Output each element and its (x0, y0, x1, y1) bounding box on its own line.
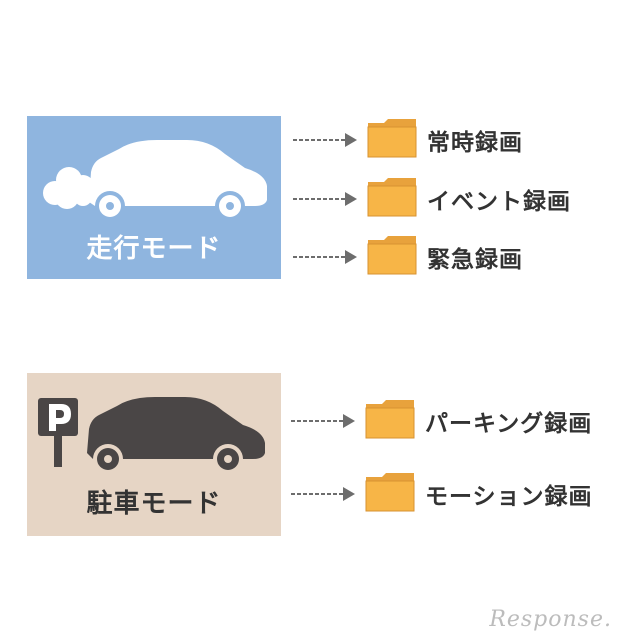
arrow-right-icon (293, 133, 357, 147)
output-label: パーキング録画 (425, 411, 593, 437)
parked-car-icon (38, 397, 265, 470)
parking-mode-box: 駐車モード (27, 373, 281, 536)
route-park-2: モーション録画 (289, 471, 619, 517)
watermark-logo: Response. (489, 607, 612, 632)
arrow-right-icon (291, 414, 355, 428)
output-label: イベント録画 (427, 189, 571, 215)
folder-icon (365, 473, 415, 512)
folder-icon (367, 236, 417, 275)
drive-mode-label: 走行モード (86, 234, 222, 264)
parking-sign-icon (38, 398, 78, 467)
route-drive-2: イベント録画 (291, 176, 611, 222)
route-drive-3: 緊急録画 (291, 234, 591, 280)
route-drive-1: 常時録画 (291, 117, 591, 163)
folder-icon (365, 400, 415, 439)
parking-mode-label: 駐車モード (86, 489, 222, 519)
arrow-right-icon (293, 192, 357, 206)
output-label: 常時録画 (427, 130, 523, 156)
folder-icon (367, 119, 417, 158)
car-with-exhaust-icon (43, 140, 267, 217)
arrow-right-icon (293, 250, 357, 264)
drive-mode-box: 走行モード (27, 116, 281, 279)
folder-icon (367, 178, 417, 217)
output-label: モーション録画 (425, 484, 593, 510)
route-park-1: パーキング録画 (289, 398, 619, 444)
output-label: 緊急録画 (427, 247, 523, 273)
arrow-right-icon (291, 487, 355, 501)
